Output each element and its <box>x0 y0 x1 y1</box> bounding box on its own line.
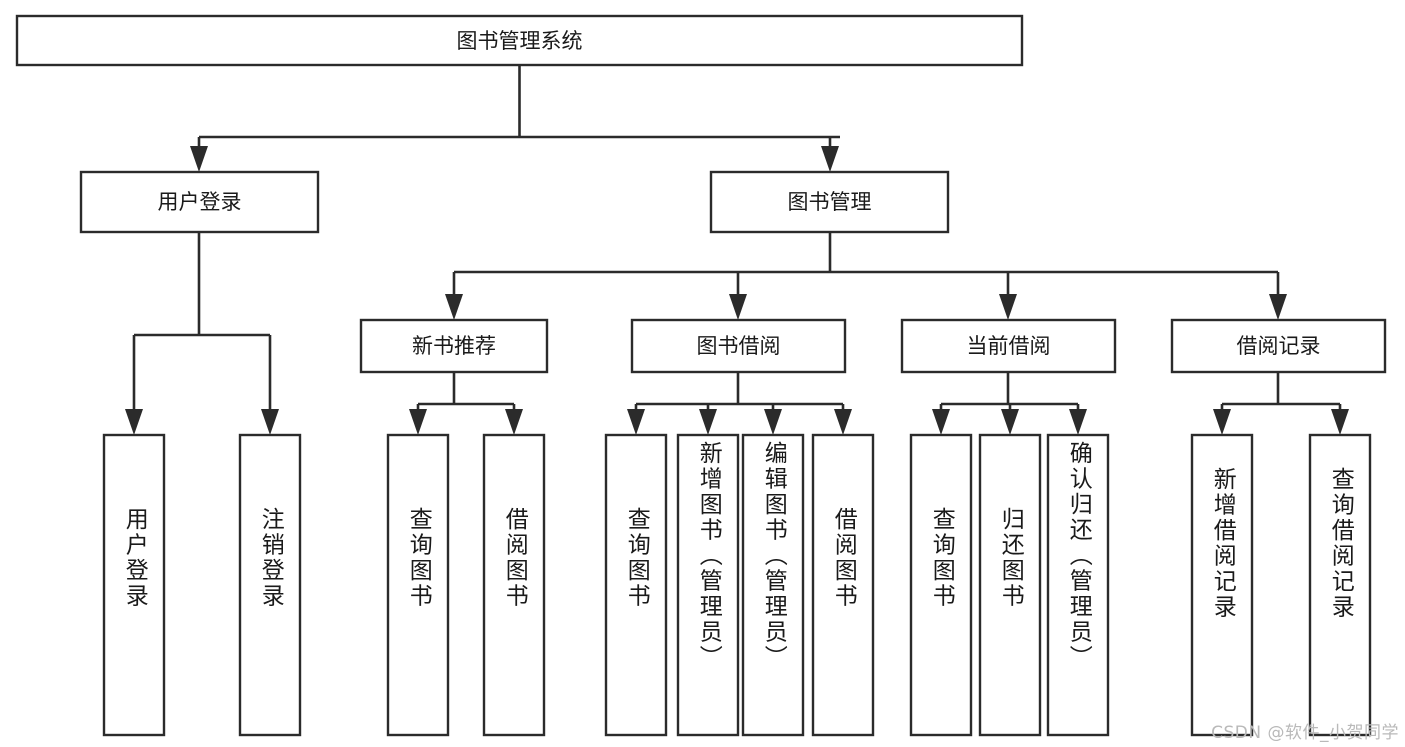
connector-group-current-borrow <box>932 372 1087 435</box>
leaf-box-borrow-record-2[interactable] <box>1308 433 1372 737</box>
arrow-icon-borrowrecord-leaf-1 <box>1213 409 1231 435</box>
node-label-borrow-record: 借阅记录 <box>1237 334 1321 358</box>
leaf-box-book-borrow-1[interactable] <box>604 433 668 737</box>
node-borrow-record[interactable]: 借阅记录 <box>1170 318 1387 374</box>
node-label-root: 图书管理系统 <box>457 29 583 53</box>
arrow-icon-bookborrow-leaf-4 <box>834 409 852 435</box>
connector-group-book-manage <box>445 232 1287 320</box>
leaf-box-user-login-1[interactable] <box>102 433 166 737</box>
arrow-icon-bookborrow-leaf-1 <box>627 409 645 435</box>
connector-group-new-book <box>409 372 523 435</box>
node-box-new-book-recommend[interactable] <box>359 318 549 374</box>
arrow-icon-currentborrow-leaf-2 <box>1001 409 1019 435</box>
arrow-icon-bookmanage-to-book-borrow <box>729 294 747 320</box>
node-box-current-borrow[interactable] <box>900 318 1117 374</box>
leaf-box-current-borrow-2[interactable] <box>978 433 1042 737</box>
arrow-icon-userlogin-leaf-2 <box>261 409 279 435</box>
node-book-borrow[interactable]: 图书借阅 <box>630 318 847 374</box>
node-user-login[interactable]: 用户登录 <box>79 170 320 234</box>
arrow-icon-root-to-book-manage <box>821 146 839 172</box>
arrow-icon-currentborrow-leaf-1 <box>932 409 950 435</box>
arrow-icon-newbook-leaf-2 <box>505 409 523 435</box>
connector-group-borrow-record <box>1213 372 1349 435</box>
arrow-icon-newbook-leaf-1 <box>409 409 427 435</box>
arrow-icon-bookborrow-leaf-2 <box>699 409 717 435</box>
node-box-book-borrow[interactable] <box>630 318 847 374</box>
csdn-watermark: CSDN @软件_小贺同学 <box>1211 723 1399 743</box>
leaf-box-new-book-2[interactable] <box>482 433 546 737</box>
arrow-icon-bookborrow-leaf-3 <box>764 409 782 435</box>
node-new-book-recommend[interactable]: 新书推荐 <box>359 318 549 374</box>
node-label-book-management: 图书管理 <box>788 190 872 214</box>
leaf-box-book-borrow-4[interactable] <box>811 433 875 737</box>
leaf-box-current-borrow-3[interactable] <box>1046 433 1110 737</box>
node-root-book-management-system[interactable]: 图书管理系统 <box>15 14 1024 67</box>
leaf-box-current-borrow-1[interactable] <box>909 433 973 737</box>
node-book-management[interactable]: 图书管理 <box>709 170 950 234</box>
leaf-box-new-book-1[interactable] <box>386 433 450 737</box>
node-label-current-borrow: 当前借阅 <box>967 334 1051 358</box>
node-current-borrow[interactable]: 当前借阅 <box>900 318 1117 374</box>
arrow-icon-currentborrow-leaf-3 <box>1069 409 1087 435</box>
arrow-icon-bookmanage-to-current-borrow <box>999 294 1017 320</box>
leaf-box-book-borrow-3[interactable] <box>741 433 805 737</box>
node-box-book-management[interactable] <box>709 170 950 234</box>
arrow-icon-bookmanage-to-new-book <box>445 294 463 320</box>
arrow-icon-bookmanage-to-borrow-record <box>1269 294 1287 320</box>
leaf-box-borrow-record-1[interactable] <box>1190 433 1254 737</box>
connector-group-book-borrow <box>627 372 852 435</box>
arrow-icon-root-to-user-login <box>190 146 208 172</box>
node-label-new-book-recommend: 新书推荐 <box>412 334 496 358</box>
connector-group-user-login <box>125 232 279 435</box>
leaf-box-user-login-2[interactable] <box>238 433 302 737</box>
node-box-user-login[interactable] <box>79 170 320 234</box>
node-box-root[interactable] <box>15 14 1024 67</box>
connector-group-root <box>190 65 840 172</box>
node-label-book-borrow: 图书借阅 <box>697 334 781 358</box>
node-label-user-login: 用户登录 <box>158 190 242 214</box>
arrow-icon-borrowrecord-leaf-2 <box>1331 409 1349 435</box>
node-box-borrow-record[interactable] <box>1170 318 1387 374</box>
arrow-icon-userlogin-leaf-1 <box>125 409 143 435</box>
leaf-box-book-borrow-2[interactable] <box>676 433 740 737</box>
